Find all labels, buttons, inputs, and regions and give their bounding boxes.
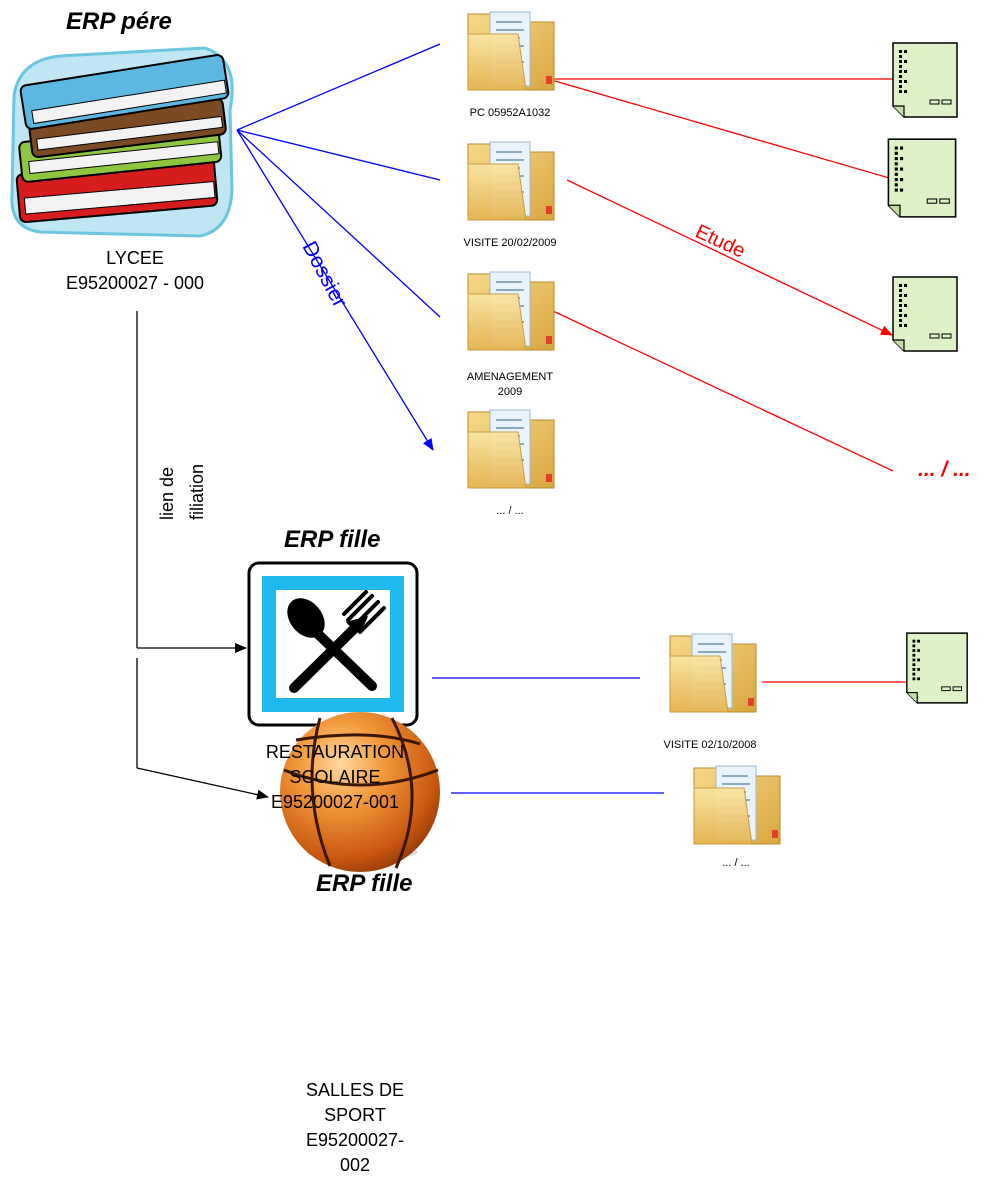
child2-name: SALLES DE SPORT E95200027- 002 [250, 1078, 460, 1178]
child1-line1: RESTAURATION [265, 742, 405, 762]
folder-icon[interactable] [467, 11, 555, 91]
child1-code: E95200027-001 [270, 792, 400, 812]
folder-label-line1: AMENAGEMENT [466, 371, 554, 383]
folder-icon[interactable] [467, 271, 555, 351]
folder-icon[interactable] [669, 633, 757, 713]
filiation-line1: lien de [157, 466, 177, 520]
filiation-label: lien de filiation [152, 370, 212, 520]
folder-label: ... / ... [722, 857, 750, 869]
folder-label: VISITE 20/02/2009 [463, 237, 557, 249]
document-icon[interactable] [892, 276, 958, 352]
filiation-line2: filiation [187, 463, 207, 520]
etude-label: Etude [692, 221, 749, 263]
basketball-icon [280, 712, 440, 872]
child2-title: ERP fille [316, 870, 413, 897]
books-icon [10, 46, 234, 238]
document-icon[interactable] [887, 138, 957, 218]
child2-line1: SALLES DE [305, 1080, 405, 1100]
child2-code-suffix: 002 [339, 1155, 371, 1175]
child1-name: RESTAURATION SCOLAIRE E95200027-001 [220, 740, 450, 815]
child1-title: ERP fille [284, 526, 381, 553]
document-icon[interactable] [906, 632, 968, 704]
child2-line2: SPORT [324, 1105, 386, 1125]
fork-knife-icon [247, 561, 419, 727]
folder-label: AMENAGEMENT 2009 [420, 370, 600, 400]
folder-icon[interactable] [467, 409, 555, 489]
more-documents-label: ... / ... [918, 458, 971, 481]
document-icon[interactable] [892, 42, 958, 118]
parent-name: LYCEE E95200027 - 000 [20, 246, 250, 296]
child2-code: E95200027- [305, 1130, 405, 1150]
parent-code: E95200027 - 000 [65, 273, 205, 293]
folder-label: VISITE 02/10/2008 [663, 739, 757, 751]
child1-line2: SCOLAIRE [289, 767, 381, 787]
folder-icon[interactable] [693, 765, 781, 845]
folder-icon[interactable] [467, 141, 555, 221]
parent-name-text: LYCEE [106, 248, 164, 268]
parent-title: ERP pére [66, 8, 172, 35]
folder-label: PC 05952A1032 [469, 107, 551, 119]
folder-label-line2: 2009 [497, 386, 523, 398]
dossier-label: Dossier [298, 238, 352, 312]
folder-label: ... / ... [496, 505, 524, 517]
